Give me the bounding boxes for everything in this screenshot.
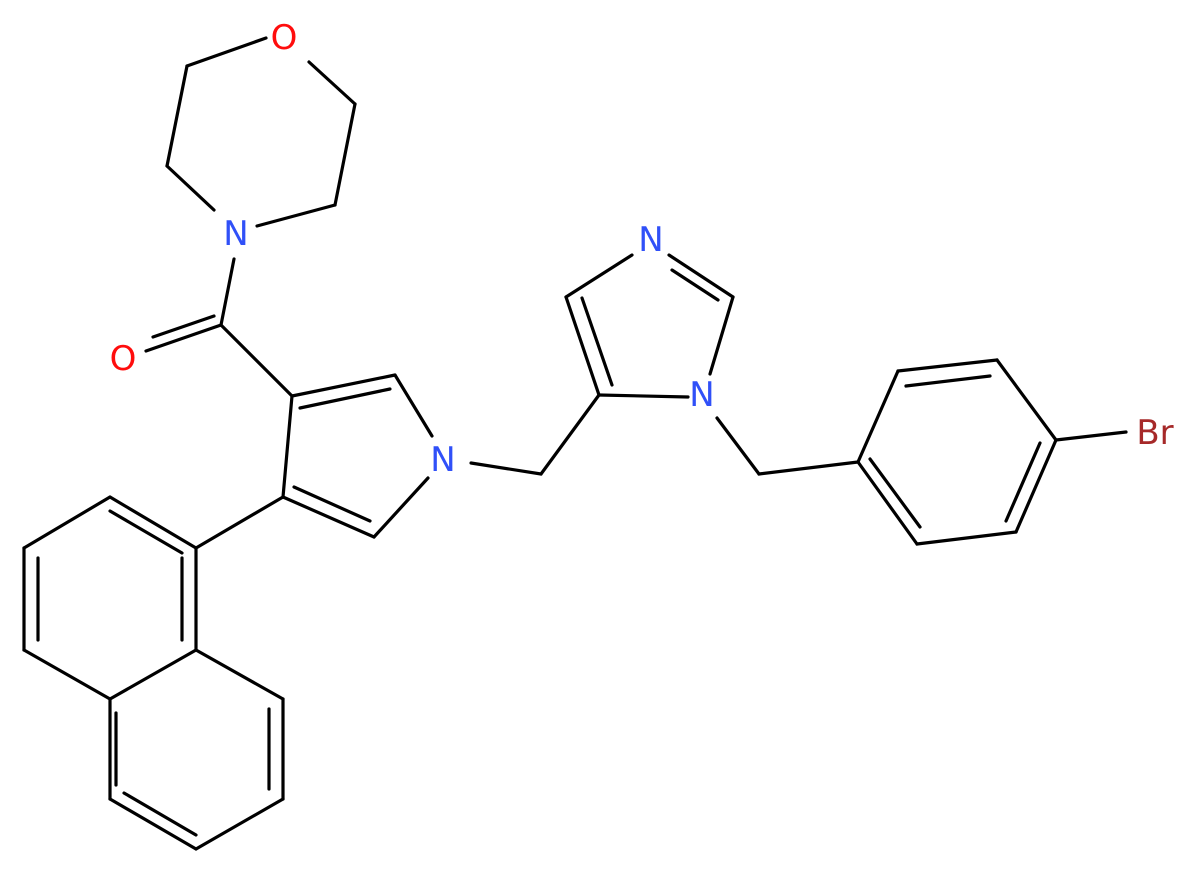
atom-imidazole-nitrogen-3: N (638, 220, 663, 260)
atom-pyrrole-nitrogen: N (430, 440, 455, 480)
methylene-linker-2 (715, 416, 860, 476)
pyrrole-ring (281, 373, 434, 539)
atom-bromine: Br (1136, 413, 1173, 453)
bromophenyl-ring (856, 358, 1128, 546)
atom-morpholine-nitrogen: N (223, 214, 248, 254)
atom-morpholine-oxygen: O (271, 18, 298, 58)
naphthalene-rings (22, 495, 285, 851)
morpholine-ring (165, 36, 357, 228)
atom-carbonyl-oxygen: O (110, 339, 137, 379)
amide-bonds (144, 257, 294, 398)
imidazole-ring (564, 253, 735, 399)
methylene-linker-1 (469, 393, 601, 476)
atom-imidazole-nitrogen-1: N (689, 375, 714, 415)
